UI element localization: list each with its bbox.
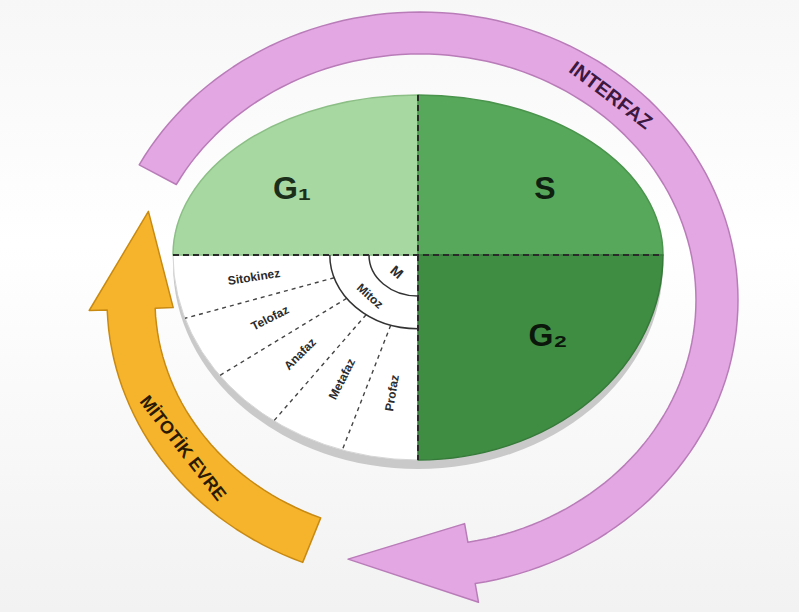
- mitosis-phase-name: Anafaz: [282, 335, 318, 371]
- shape-fill: [418, 255, 663, 460]
- vertical-divider: [417, 95, 419, 460]
- shape-outline: [87, 209, 323, 564]
- stage-name: Mitoz: [354, 281, 385, 310]
- mitosis-phase-name: Metafaz: [327, 357, 358, 402]
- m-arc: [369, 255, 418, 296]
- shape-outline: [418, 255, 663, 460]
- phase-divider: [342, 325, 390, 450]
- mitosis-phase-name: Sitokinez: [227, 267, 281, 287]
- mitosis-phase-name: Telofaz: [249, 304, 290, 333]
- mitosis-arcs: [330, 255, 418, 329]
- phase-divider: [274, 315, 366, 421]
- phase-name: G₂: [528, 319, 567, 351]
- dashed-dividers: [173, 95, 663, 460]
- phase-divider: [220, 298, 347, 375]
- mitotic-phase-arrow: MİTOTİK EVRE: [87, 209, 323, 564]
- phase-name: G₁: [273, 172, 311, 204]
- shape-fill: [89, 211, 321, 562]
- shape-fill: [418, 95, 663, 255]
- shape-fill: [173, 95, 418, 255]
- g2-phase: G₂: [418, 255, 663, 460]
- mitosis-sector: [173, 255, 418, 460]
- phase-name: S: [534, 172, 555, 204]
- stage-name: M: [388, 263, 406, 281]
- phase-divider: [185, 278, 334, 319]
- phase-dividers: [185, 278, 391, 450]
- g1-phase: G₁: [173, 95, 418, 255]
- mitoz-arc: [330, 255, 418, 329]
- mitosis-phase-name: Profaz: [383, 374, 401, 412]
